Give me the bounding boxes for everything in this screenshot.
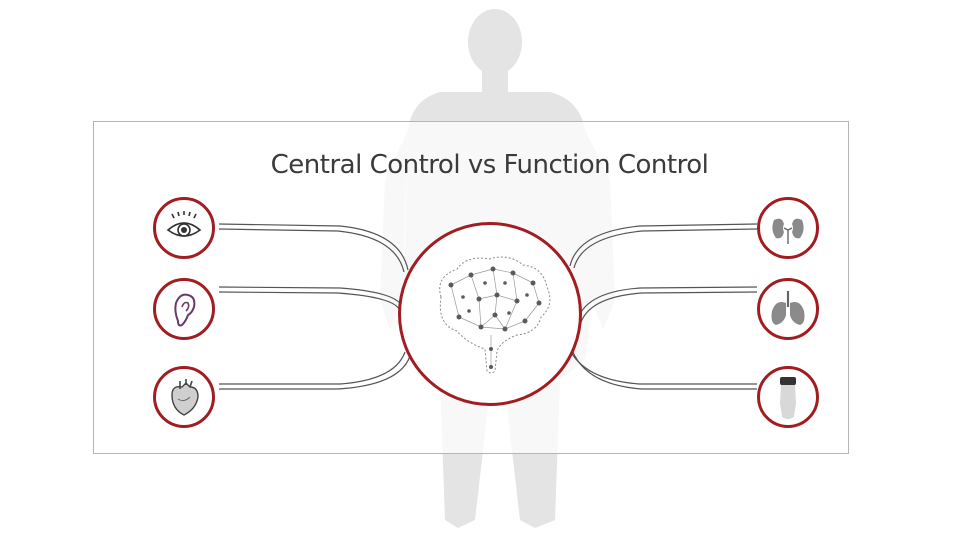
heart-icon: [171, 379, 199, 416]
ear-icon: [174, 293, 196, 327]
node-lungs: [757, 278, 819, 340]
node-kidneys: [757, 197, 819, 259]
wire-hand: [567, 345, 757, 385]
wire-ear: [218, 286, 403, 307]
node-eye: [153, 197, 215, 259]
wire-heart: [219, 351, 406, 385]
brain-hub: [398, 222, 582, 406]
hand-icon: [780, 377, 796, 419]
diagram-title: Central Control vs Function Control: [270, 150, 709, 180]
node-ear: [153, 278, 215, 340]
wire-kidneys: [569, 223, 758, 267]
brain-network-icon: [439, 256, 551, 374]
kidneys-icon: [772, 218, 804, 244]
wire-eye: [218, 223, 409, 271]
node-heart: [153, 366, 215, 428]
lungs-icon: [771, 291, 805, 325]
node-hand: [757, 366, 819, 428]
eye-icon: [166, 211, 202, 237]
